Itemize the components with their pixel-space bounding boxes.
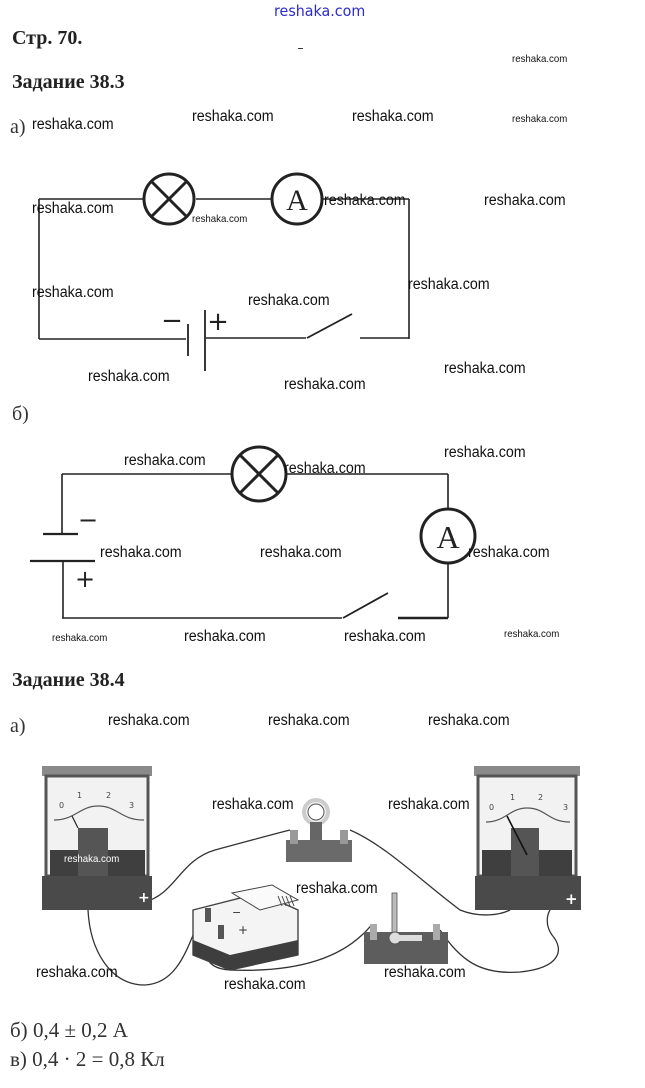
watermark: reshaka.com — [384, 964, 466, 981]
answer-c-value: 0,4 · 2 = 0,8 Кл — [32, 1047, 165, 1071]
watermark: reshaka.com — [108, 712, 190, 729]
wire-battery-to-switch — [205, 924, 373, 971]
meter-left-tick-2: 2 — [106, 791, 111, 800]
task-38-4-title: Задание 38.4 — [12, 669, 125, 691]
wire-lamp-to-right-meter — [349, 829, 511, 916]
watermark: reshaka.com — [444, 444, 526, 461]
switch-symbol-a — [306, 313, 353, 339]
watermark: reshaka.com — [32, 284, 114, 301]
watermark: reshaka.com — [36, 964, 118, 981]
watermark: reshaka.com — [124, 452, 206, 469]
ammeter-right: 0 1 2 3 + — [474, 766, 581, 910]
watermark: reshaka.com — [428, 712, 510, 729]
task-38-4-answer-b: б) 0,4 ± 0,2 А — [10, 1018, 128, 1043]
watermark: reshaka.com — [184, 628, 266, 645]
watermark: reshaka.com — [512, 113, 568, 125]
answer-c-label: в) — [10, 1047, 27, 1071]
meter-right-tick-3: 3 — [563, 803, 568, 812]
battery-minus-a: − — [161, 306, 183, 336]
task-38-3-part-b-label: б) — [12, 403, 29, 425]
watermark: reshaka.com — [444, 360, 526, 377]
lamp-symbol-b — [230, 445, 288, 503]
stray-mark — [298, 48, 303, 49]
meter-left-needle — [71, 815, 79, 829]
answer-b-value: 0,4 ± 0,2 А — [32, 1018, 128, 1042]
page-title: Стр. 70. — [12, 27, 83, 49]
meter-right-needle — [506, 815, 528, 856]
battery-minus-b: − — [78, 506, 98, 534]
watermark: reshaka.com — [192, 213, 248, 225]
watermark: reshaka.com — [212, 796, 294, 813]
meter-left-tick-1: 1 — [77, 791, 82, 800]
watermark: reshaka.com — [260, 544, 342, 561]
watermark: reshaka.com — [324, 192, 406, 209]
watermark: reshaka.com — [504, 628, 560, 640]
meter-right-tick-1: 1 — [510, 793, 515, 802]
watermark: reshaka.com — [52, 632, 108, 644]
watermark: reshaka.com — [344, 628, 426, 645]
lamp-symbol-a — [142, 172, 196, 226]
meter-right-plus-icon: + — [565, 890, 578, 908]
watermark: reshaka.com — [388, 796, 470, 813]
site-header[interactable]: reshaka.com — [274, 2, 366, 20]
task-38-3-part-a-label: а) — [10, 116, 26, 138]
battery-plus-a: + — [207, 307, 229, 337]
switch-symbol-b — [342, 592, 389, 619]
watermark: reshaka.com — [512, 53, 568, 65]
source-minus: − — [232, 906, 241, 919]
watermark: reshaka.com — [224, 976, 306, 993]
meter-left-tick-0: 0 — [59, 801, 64, 810]
task-38-3-title: Задание 38.3 — [12, 71, 125, 93]
ammeter-letter-a: A — [286, 184, 308, 217]
meter-left-tick-3: 3 — [129, 801, 134, 810]
task-38-4-answer-c: в) 0,4 · 2 = 0,8 Кл — [10, 1047, 165, 1072]
watermark: reshaka.com — [88, 368, 170, 385]
watermark: reshaka.com — [284, 460, 366, 477]
watermark: reshaka.com — [32, 200, 114, 217]
source-plus: + — [238, 923, 248, 937]
watermark: reshaka.com — [268, 712, 350, 729]
lamp-on-stand — [286, 798, 352, 862]
watermark: reshaka.com — [248, 292, 330, 309]
battery-plus-b: + — [75, 565, 95, 593]
battery-symbol-b — [30, 532, 95, 563]
watermark: reshaka.com — [64, 853, 120, 865]
watermark: reshaka.com — [100, 544, 182, 561]
meter-right-tick-2: 2 — [538, 793, 543, 802]
watermark: reshaka.com — [284, 376, 366, 393]
current-source: − + — [192, 884, 300, 971]
ammeter-symbol-a — [270, 172, 324, 226]
ammeter-letter-b: A — [436, 519, 459, 555]
task-38-4-part-a-label: а) — [10, 715, 26, 737]
watermark: reshaka.com — [296, 880, 378, 897]
watermark: reshaka.com — [408, 276, 490, 293]
watermark: reshaka.com — [484, 192, 566, 209]
battery-symbol-a — [187, 310, 206, 371]
watermark: reshaka.com — [192, 108, 274, 125]
wire-meter-to-lamp — [143, 829, 291, 903]
meter-right-tick-0: 0 — [489, 803, 494, 812]
watermark: reshaka.com — [32, 116, 114, 133]
ammeter-symbol-b — [419, 507, 477, 565]
watermark: reshaka.com — [352, 108, 434, 125]
meter-left-plus-icon: + — [138, 890, 150, 906]
answer-b-label: б) — [10, 1018, 28, 1042]
key-switch — [364, 892, 448, 964]
watermark: reshaka.com — [468, 544, 550, 561]
ammeter-left: 0 1 2 3 + — [42, 766, 152, 910]
